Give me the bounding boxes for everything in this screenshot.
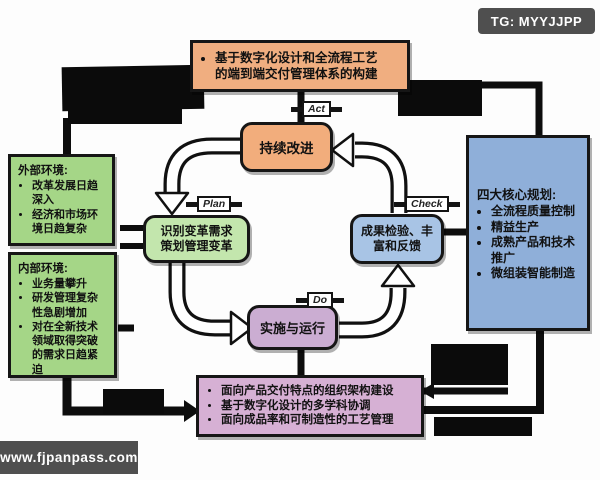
site-watermark-badge: www.fjpanpass.com — [0, 441, 138, 474]
redaction-blob-bottom-right-1 — [431, 344, 508, 385]
label-bar-icon — [394, 201, 405, 207]
list-item: 基于数字化设计的多学科协调 — [221, 399, 394, 414]
list-item: 成果检验、丰 — [360, 224, 433, 238]
act-box: 持续改进 — [240, 122, 333, 172]
pdca-label-act: Act — [291, 101, 342, 117]
redaction-blob-top-left-2 — [68, 103, 182, 124]
list-item: 成熟产品和技术推广 — [491, 235, 583, 266]
tg-watermark-badge: TG: MYYJJPP — [478, 8, 595, 34]
redaction-blob-bottom-right-2 — [434, 417, 532, 436]
label-bar-icon — [330, 106, 342, 112]
internal-env-box: 内部环境: 业务量攀升研发管理复杂性急剧增加对在全新技术领域取得突破的需求日趋紧… — [8, 252, 117, 378]
external-env-title: 外部环境: — [18, 165, 68, 177]
core-plans-title: 四大核心规划: — [477, 188, 557, 203]
external-env-list: 改革发展日趋深入经济和市场环境日趋复杂 — [18, 179, 108, 236]
label-bar-icon — [448, 201, 460, 207]
arrow-do-to-check — [339, 263, 416, 339]
arrowhead-into-bottombox-right — [420, 383, 434, 399]
do-box: 实施与运行 — [247, 305, 338, 350]
pdca-label-plan-text: Plan — [197, 196, 232, 212]
list-item: 全流程质量控制 — [491, 204, 583, 220]
pdca-label-act-text: Act — [302, 101, 331, 117]
arrow-act-to-plan — [154, 137, 245, 216]
check-box: 成果检验、丰富和反馈 — [350, 214, 444, 264]
arrow-check-to-act — [330, 132, 408, 213]
redaction-blob-top-right — [398, 80, 482, 116]
plan-box-lines: 识别变革需求策划管理变革 — [160, 224, 232, 254]
list-item: 基于数字化设计和全流程工艺的端到端交付管理体系的构建 — [215, 50, 383, 83]
list-item: 策划管理变革 — [160, 239, 233, 253]
pdca-label-do: Do — [296, 292, 344, 308]
black-arrowheads — [184, 383, 434, 422]
label-bar-icon — [231, 201, 243, 207]
pdca-label-check: Check — [394, 196, 460, 212]
top-strategy-box: 基于数字化设计和全流程工艺的端到端交付管理体系的构建 — [190, 40, 410, 92]
internal-env-list: 业务量攀升研发管理复杂性急剧增加对在全新技术领域取得突破的需求日趋紧迫 — [18, 277, 110, 377]
plan-box: 识别变革需求策划管理变革 — [143, 215, 250, 263]
list-item: 富和反馈 — [372, 239, 421, 253]
list-item: 精益生产 — [491, 220, 583, 236]
list-item: 识别变革需求 — [160, 224, 233, 238]
list-item: 对在全新技术领域取得突破的需求日趋紧迫 — [32, 320, 102, 377]
label-bar-icon — [291, 106, 302, 112]
list-item: 业务量攀升 — [32, 277, 102, 291]
top-strategy-list: 基于数字化设计和全流程工艺的端到端交付管理体系的构建 — [201, 50, 383, 83]
connector-corebox-to-bottombox — [424, 330, 544, 414]
external-env-box: 外部环境: 改革发展日趋深入经济和市场环境日趋复杂 — [8, 154, 115, 246]
redaction-blob-top-left — [61, 64, 205, 112]
redaction-blob-bottom-left — [103, 389, 164, 414]
list-item: 经济和市场环境日趋复杂 — [32, 208, 102, 237]
core-plans-list: 全流程质量控制精益生产成熟产品和技术推广微组装智能制造 — [477, 204, 584, 282]
arrowhead-into-bottombox-left — [184, 400, 200, 422]
list-item: 改革发展日趋深入 — [32, 179, 102, 208]
pdca-label-check-text: Check — [405, 196, 449, 212]
arrow-plan-to-do — [168, 263, 254, 346]
list-item: 微组装智能制造 — [491, 266, 583, 282]
list-item: 研发管理复杂性急剧增加 — [32, 291, 102, 320]
label-bar-icon — [296, 297, 307, 303]
pdca-label-do-text: Do — [307, 292, 333, 308]
label-bar-icon — [333, 297, 344, 303]
label-bar-icon — [186, 201, 197, 207]
core-plans-box: 四大核心规划: 全流程质量控制精益生产成熟产品和技术推广微组装智能制造 — [466, 135, 590, 331]
internal-env-title: 内部环境: — [18, 263, 68, 275]
pdca-label-plan: Plan — [186, 196, 243, 212]
pdca-arrows — [154, 132, 416, 346]
bottom-measures-list: 面向产品交付特点的组织架构建设基于数字化设计的多学科协调面向成品率和可制造性的工… — [207, 384, 394, 429]
check-box-lines: 成果检验、丰富和反馈 — [361, 224, 433, 254]
list-item: 面向产品交付特点的组织架构建设 — [221, 384, 394, 399]
redaction-blobs — [61, 64, 532, 436]
list-item: 面向成品率和可制造性的工艺管理 — [221, 413, 394, 428]
bottom-measures-box: 面向产品交付特点的组织架构建设基于数字化设计的多学科协调面向成品率和可制造性的工… — [196, 375, 424, 437]
